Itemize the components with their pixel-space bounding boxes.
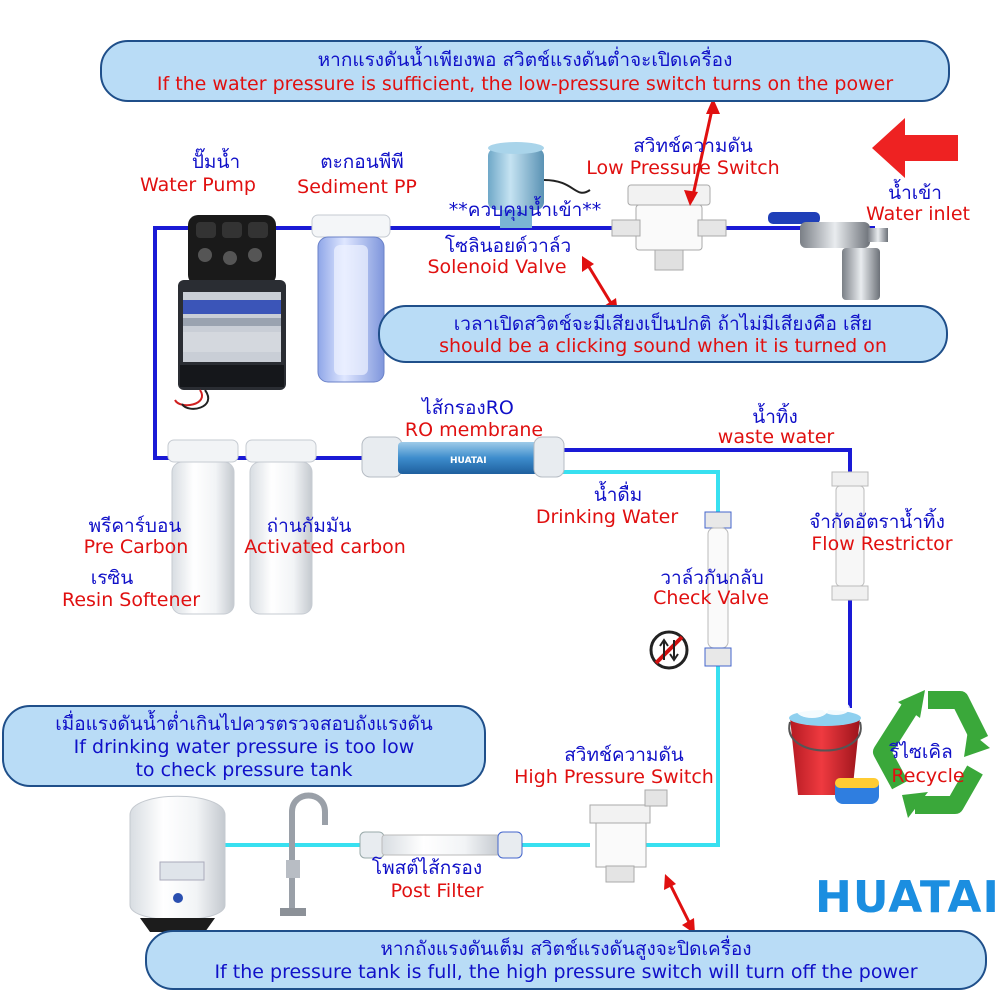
sediment-label-en: Sediment PP xyxy=(297,176,417,198)
post-filter-label-en: Post Filter xyxy=(390,880,484,902)
low-pressure-note-thai: เมื่อแรงดันน้ำต่ำเกินไปควรตรวจสอบถังแรงด… xyxy=(55,713,433,735)
solenoid-label-th: โซลินอยด์วาล์ว xyxy=(444,235,572,257)
recycle-arrowheads xyxy=(898,690,990,818)
high-switch-label-th: สวิทช์ความดัน xyxy=(564,744,684,766)
water-pump-device xyxy=(174,215,286,410)
activated-carbon-label-en: Activated carbon xyxy=(244,536,406,558)
sediment-label-th: ตะกอนพีพี xyxy=(320,151,404,173)
waste-water-label-th: น้ำทิ้ง xyxy=(752,406,798,428)
inlet-valve-device xyxy=(768,212,888,300)
click-note-english: should be a clicking sound when it is tu… xyxy=(439,335,887,357)
faucet-device xyxy=(280,792,328,916)
high-switch-label-en: High Pressure Switch xyxy=(514,766,714,788)
low-pressure-note-english-2: to check pressure tank xyxy=(135,759,353,781)
water-pump-label-en: Water Pump xyxy=(140,174,256,196)
waste-bucket-device xyxy=(788,701,879,804)
activated-carbon-label-th: ถ่านกัมมัน xyxy=(266,515,352,537)
ro-membrane-label-en: RO membrane xyxy=(404,419,544,441)
ro-membrane-label-th: ไส้กรองRO xyxy=(422,397,514,419)
flow-restrictor-label-en: Flow Restrictor xyxy=(811,533,953,555)
post-filter-label-th: โพสต์ไส้กรอง xyxy=(371,857,483,879)
flow-restrictor-label-th: จำกัดอัตราน้ำทิ้ง xyxy=(809,511,945,533)
pre-carbon-filter-device xyxy=(167,439,239,615)
click-note-thai: เวลาเปิดสวิตช์จะมีเสียงเป็นปกติ ถ้าไม่มี… xyxy=(453,313,873,335)
low-pressure-note: เมื่อแรงดันน้ำต่ำเกินไปควรตรวจสอบถังแรงด… xyxy=(2,705,486,787)
low-switch-label-en: Low Pressure Switch xyxy=(586,157,780,179)
recycle-label-th: รีไซเคิล xyxy=(889,741,953,763)
inlet-control-label: **ควบคุมน้ำเข้า** xyxy=(448,199,602,221)
low-switch-label-th: สวิทช์ความดัน xyxy=(633,135,753,157)
ro-membrane-device: HUATAI xyxy=(361,436,565,478)
post-filter-device xyxy=(359,831,523,859)
recycle-label-en: Recycle xyxy=(891,765,965,787)
click-sound-note: เวลาเปิดสวิตช์จะมีเสียงเป็นปกติ ถ้าไม่มี… xyxy=(378,305,948,363)
resin-label-th: เรซิน xyxy=(90,567,134,589)
flow-restrictor-device xyxy=(831,471,869,601)
drinking-water-label-th: น้ำดื่ม xyxy=(593,484,643,506)
bottom-note-thai: หากถังแรงดันเต็ม สวิตช์แรงดันสูงจะปิดเคร… xyxy=(380,938,752,960)
solenoid-label-en: Solenoid Valve xyxy=(427,256,567,278)
high-pressure-switch-device xyxy=(589,789,668,883)
check-valve-label-en: Check Valve xyxy=(653,587,769,609)
water-inlet-label-en: Water inlet xyxy=(866,203,970,225)
drinking-water-label-en: Drinking Water xyxy=(535,506,679,528)
brand-logo: HUATAI xyxy=(815,872,1000,923)
pre-carbon-label-en: Pre Carbon xyxy=(83,536,189,558)
membrane-brand: HUATAI xyxy=(450,456,487,466)
resin-label-en: Resin Softener xyxy=(61,589,201,611)
water-pump-label-th: ปั๊มน้ำ xyxy=(191,151,241,173)
top-note: หากแรงดันน้ำเพียงพอ สวิตช์แรงดันต่ำจะเปิ… xyxy=(100,40,950,102)
bottom-note-english: If the pressure tank is full, the high p… xyxy=(214,961,918,983)
inlet-arrow-icon xyxy=(872,118,958,178)
check-valve-label-th: วาล์วกันกลับ xyxy=(660,567,764,589)
sediment-filter-device xyxy=(311,214,391,383)
top-note-english: If the water pressure is sufficient, the… xyxy=(156,73,894,95)
low-pressure-note-english-1: If drinking water pressure is too low xyxy=(73,736,415,758)
pre-carbon-label-th: พรีคาร์บอน xyxy=(88,515,182,537)
bottom-note: หากถังแรงดันเต็ม สวิตช์แรงดันสูงจะปิดเคร… xyxy=(145,930,987,990)
low-pressure-switch-device xyxy=(611,184,727,271)
top-note-thai: หากแรงดันน้ำเพียงพอ สวิตช์แรงดันต่ำจะเปิ… xyxy=(317,49,733,71)
pressure-tank-device xyxy=(129,795,226,932)
waste-water-label-en: waste water xyxy=(717,426,835,448)
recycle-icon xyxy=(873,691,989,814)
check-valve-device xyxy=(704,511,732,667)
water-inlet-label-th: น้ำเข้า xyxy=(888,182,942,204)
solenoid-valve-device xyxy=(488,142,591,228)
activated-carbon-filter-device xyxy=(245,439,317,615)
no-backflow-icon xyxy=(649,630,689,670)
